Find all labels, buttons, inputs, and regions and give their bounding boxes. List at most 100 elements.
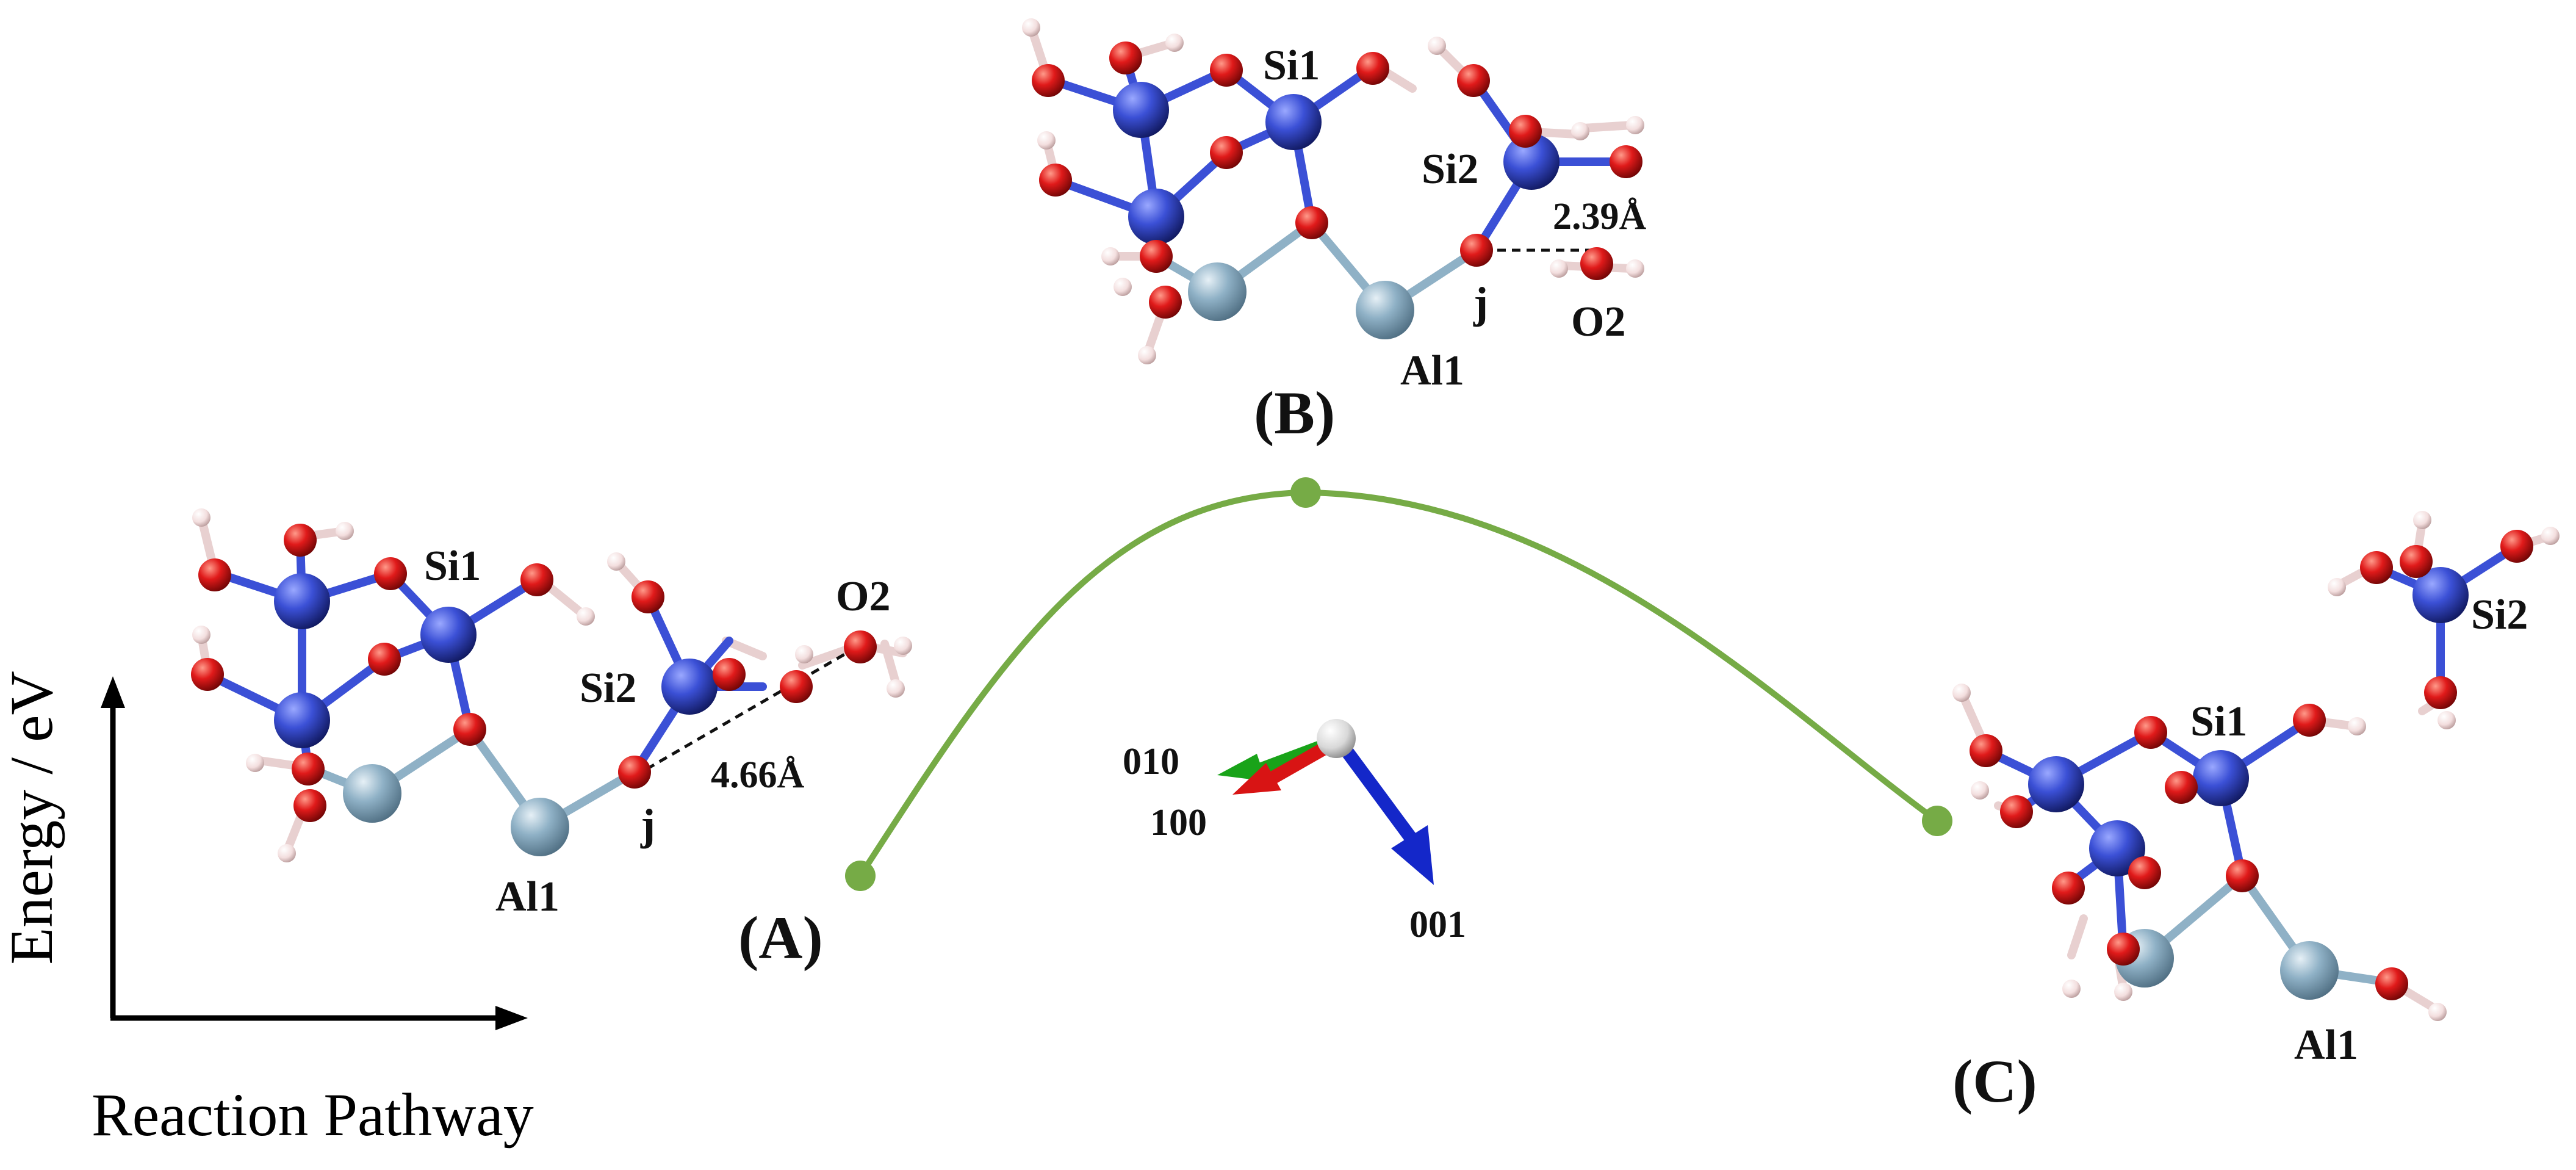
structure-b-si1-label: Si1 (1263, 42, 1320, 89)
hydrogen-atom (607, 552, 625, 571)
oxygen-atom (1610, 145, 1642, 178)
axis-100-arrowhead (1232, 763, 1281, 795)
hydrogen-atom (1037, 131, 1056, 150)
oxygen-atom (2226, 859, 2259, 892)
hydrogen-atom (2428, 1003, 2447, 1021)
structure-b-atoms (1022, 18, 1644, 364)
oxygen-atom (1032, 64, 1065, 97)
oxygen-atom (198, 558, 231, 591)
hydrogen-atom (1101, 247, 1120, 265)
structure-b-al1-label: Al1 (1400, 347, 1464, 394)
structure-a-al1-label: Al1 (495, 873, 559, 920)
structure-a-distance-label: 4.66Å (711, 754, 805, 796)
structure-a-atoms (191, 508, 912, 862)
hydrogen-atom (2328, 578, 2346, 596)
energy-profile (845, 477, 1952, 891)
oxygen-atom (1210, 54, 1243, 87)
hydrogen-atom (1428, 37, 1446, 55)
oxygen-atom (1580, 247, 1613, 280)
aluminium-atom (1356, 281, 1414, 339)
oxygen-atom (374, 557, 407, 590)
oxygen-atom (2360, 551, 2393, 584)
hydrogen-atom (2413, 511, 2431, 529)
oxygen-atom (1509, 115, 1542, 148)
hydrogen-atom (887, 679, 905, 698)
hydrogen-atom (1550, 259, 1568, 278)
panel-a-label: (A) (738, 904, 823, 972)
structure-b: Si1 Si2 Al1 O2 j 2.39Å (B) (1022, 18, 1647, 447)
hydrogen-atom (2062, 980, 2081, 998)
structure-b-si2-label: Si2 (1422, 146, 1478, 193)
oxygen-atom (2424, 676, 2457, 709)
oxygen-atom (2128, 856, 2161, 889)
oxygen-atom (780, 670, 813, 703)
silicon-atom (2089, 820, 2145, 876)
oxygen-atom (1295, 206, 1328, 239)
hydrogen-atom (192, 508, 210, 527)
hydrogen-atom (1952, 684, 1971, 702)
axis-001-label: 001 (1409, 904, 1466, 945)
oxygen-atom (1210, 136, 1243, 169)
state-b-point (1290, 477, 1321, 508)
structure-a-j-label: j (640, 800, 655, 849)
axis-010-label: 010 (1123, 741, 1179, 782)
structure-c-al1-label: Al1 (2294, 1022, 2358, 1069)
hydrogen-atom (246, 754, 264, 772)
hydrogen-atom (2541, 527, 2560, 545)
oxygen-atom (1149, 286, 1182, 319)
structure-b-bonds (1027, 23, 1636, 358)
structure-c-atoms (1952, 511, 2560, 1021)
orientation-triad: 010 100 001 (1123, 719, 1466, 945)
structure-a-si1-label: Si1 (424, 543, 481, 590)
oxygen-atom (2500, 530, 2533, 563)
structure-b-distance-label: 2.39Å (1553, 196, 1647, 237)
structure-c-si2-label: Si2 (2471, 591, 2528, 638)
oxygen-atom (1356, 52, 1389, 85)
structure-a-labels: Si1 Si2 Al1 O2 j 4.66Å (A) (424, 543, 890, 972)
structure-b-labels: Si1 Si2 Al1 O2 j 2.39Å (B) (1254, 42, 1647, 447)
oxygen-atom (2400, 545, 2433, 578)
silicon-atom (2193, 750, 2249, 806)
silicon-atom (1113, 82, 1169, 138)
state-a-point (845, 861, 876, 891)
hydrogen-atom (1022, 18, 1040, 37)
x-axis-arrowhead (495, 1006, 528, 1030)
triad-origin (1317, 719, 1356, 758)
energy-axes: Energy / eV Reaction Pathway (0, 671, 534, 1149)
silicon-atom (1128, 189, 1184, 245)
hydrogen-atom (1114, 278, 1132, 296)
silicon-atom (2412, 567, 2469, 623)
structure-a-o2-label: O2 (836, 573, 890, 620)
oxygen-atom (2293, 704, 2326, 737)
oxygen-atom (1039, 164, 1072, 197)
oxygen-atom (1140, 240, 1173, 273)
hydrogen-atom (795, 645, 813, 663)
axis-010-arrowhead (1217, 754, 1266, 781)
axis-001-arrow (1332, 734, 1424, 853)
hydrogen-atom (2437, 711, 2456, 729)
hydrogen-atom (1571, 122, 1589, 140)
oxygen-atom (191, 658, 224, 691)
oxygen-atom (293, 789, 326, 822)
hydrogen-atom (278, 844, 296, 862)
structure-c: Si1 Si2 Al1 (C) (1952, 511, 2560, 1115)
hydrogen-atom (2114, 983, 2132, 1001)
aluminium-atom (2280, 941, 2339, 1000)
hydrogen-atom (1165, 34, 1184, 52)
oxygen-atom (2052, 872, 2085, 905)
silicon-atom (2028, 756, 2084, 812)
hydrogen-atom (1138, 346, 1156, 364)
structure-a-distance-line (646, 645, 858, 771)
aluminium-atom (511, 798, 569, 856)
hydrogen-atom (2348, 717, 2366, 735)
oxygen-atom (292, 753, 325, 785)
aluminium-atom (343, 764, 401, 823)
x-axis-label: Reaction Pathway (92, 1081, 534, 1149)
oxygen-atom (2107, 933, 2140, 966)
y-axis-arrowhead (101, 676, 125, 708)
panel-c-label: (C) (1952, 1047, 2037, 1115)
oxygen-atom (1109, 42, 1142, 74)
oxygen-atom (1457, 64, 1490, 97)
structure-c-labels: Si1 Si2 Al1 (C) (1952, 591, 2528, 1115)
